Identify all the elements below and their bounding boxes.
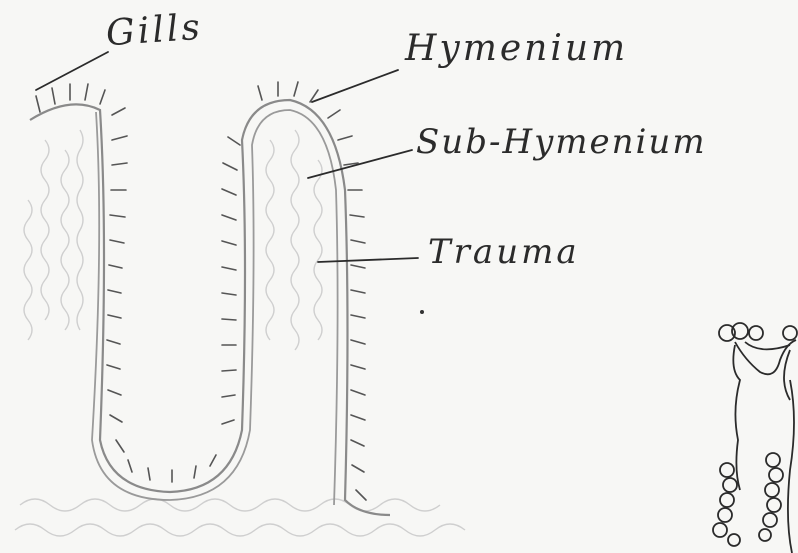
label-sub-hymenium: Sub-Hymenium (416, 122, 707, 162)
label-trauma: Trauma (428, 232, 580, 272)
label-hymenium: Hymenium (405, 28, 628, 69)
gill-inner-outline (92, 110, 338, 505)
hymenium-leader-line (312, 70, 398, 102)
leader-lines (36, 52, 418, 262)
label-gills: Gills (105, 7, 204, 55)
trauma-leader-line (318, 258, 418, 262)
sub-hymenium-leader-line (308, 150, 412, 178)
hymenium-bristles (36, 82, 366, 500)
pencil-dot (420, 310, 424, 314)
hymenophore-base-shading (15, 499, 465, 536)
gills-leader-line (36, 52, 108, 90)
trama-hyphae-shading (24, 130, 322, 350)
basidium-partial-drawing (713, 323, 797, 553)
